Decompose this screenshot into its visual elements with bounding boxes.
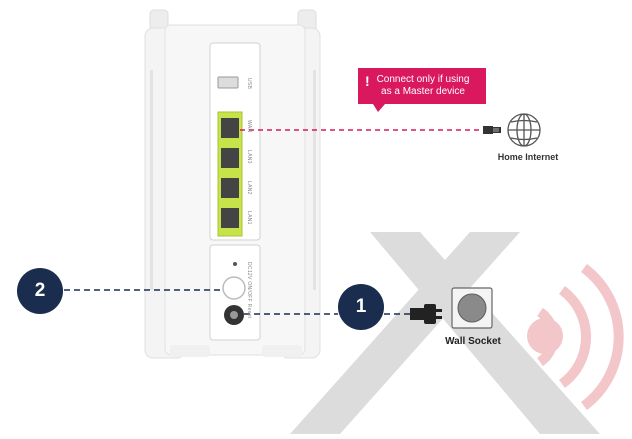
power-plug-icon (410, 304, 442, 324)
lan2-port (221, 178, 239, 198)
lan3-port (221, 148, 239, 168)
wall-socket-label: Wall Socket (445, 336, 501, 347)
usb-label: USB (246, 78, 252, 90)
step-2-circle (17, 268, 63, 314)
home-internet-label: Home Internet (497, 152, 559, 162)
globe-icon (507, 113, 541, 147)
lan1-label: LAN1 (246, 211, 252, 225)
step-1-number: 1 (355, 296, 367, 317)
callout-box: ! (358, 68, 486, 112)
lan1-port (221, 208, 239, 228)
watermark-logo (290, 232, 624, 434)
step-2-number: 2 (34, 280, 46, 301)
lan2-label: LAN2 (246, 181, 252, 195)
wan-port (221, 118, 239, 138)
callout-line-1: Connect only if using (376, 74, 470, 85)
usb-port (217, 76, 239, 89)
lan3-label: LAN3 (246, 150, 252, 164)
wan-label: WAN (246, 120, 252, 133)
reset-indicator (233, 262, 237, 266)
wall-socket-icon (451, 287, 493, 329)
power-button (222, 276, 246, 300)
power-label: DC12V ON/OFF Reset (246, 262, 252, 319)
step-1-circle (338, 284, 384, 330)
callout-line-2: as a Master device (381, 86, 465, 97)
ethernet-plug-icon (483, 126, 501, 134)
exclamation-icon: ! (365, 73, 370, 89)
router (144, 9, 321, 359)
callout-text: Connect only if using as a Master device (358, 74, 488, 98)
